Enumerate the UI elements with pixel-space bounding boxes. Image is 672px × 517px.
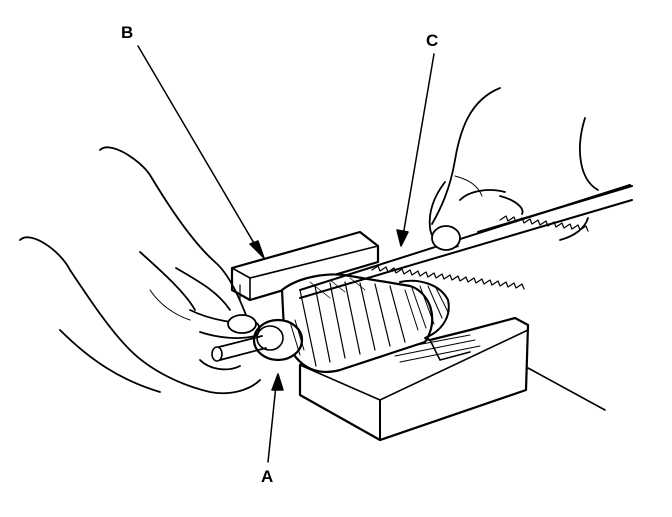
arrow-a-head xyxy=(271,373,284,391)
arrow-b-line xyxy=(137,45,259,251)
armature xyxy=(211,273,450,373)
arrow-a-line xyxy=(267,384,277,463)
right-hand xyxy=(428,87,599,251)
holder-block xyxy=(230,230,380,302)
callout-label-c: C xyxy=(426,31,439,50)
left-hand xyxy=(19,146,261,395)
arrow-c-head xyxy=(396,229,409,247)
callout-label-b: B xyxy=(121,23,134,42)
hacksaw-blade xyxy=(299,184,633,299)
callout-label-a: A xyxy=(261,467,274,486)
callout-arrows xyxy=(137,45,435,463)
arrow-c-line xyxy=(402,53,435,237)
arrow-b-head xyxy=(249,240,265,259)
